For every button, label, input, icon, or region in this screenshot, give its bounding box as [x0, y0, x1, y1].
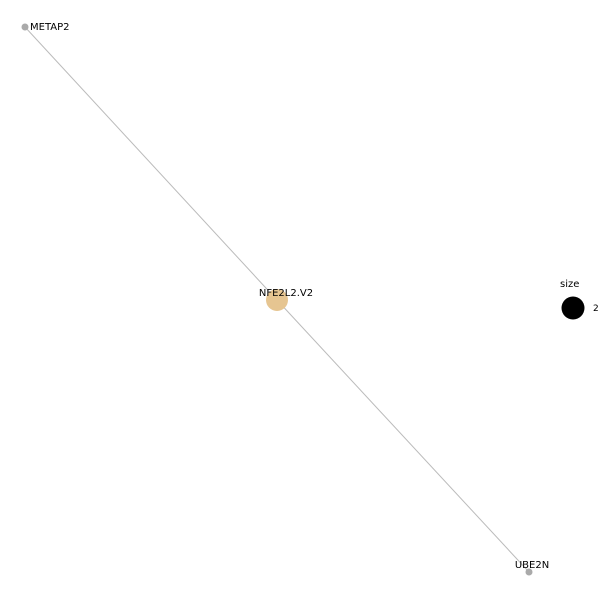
edge-metap2-nfe2l2 — [24, 26, 278, 301]
legend-size-symbol — [561, 296, 585, 320]
edge-nfe2l2-ube2n — [276, 299, 530, 573]
edge-layer — [24, 26, 530, 573]
node-ube2n-marker[interactable] — [525, 568, 533, 576]
node-nfe2l2-v2-label: NFE2L2.V2 — [259, 288, 313, 299]
node-nfe2l2-v2[interactable]: NFE2L2.V2 — [259, 288, 313, 311]
size-legend: size 2 — [560, 279, 599, 320]
legend-size-value: 2 — [593, 304, 599, 314]
node-metap2[interactable]: METAP2 — [21, 22, 70, 33]
node-layer: METAP2 NFE2L2.V2 UBE2N — [21, 22, 549, 576]
node-ube2n-label: UBE2N — [515, 560, 549, 571]
node-ube2n[interactable]: UBE2N — [515, 560, 549, 576]
node-nfe2l2-v2-marker[interactable] — [266, 289, 288, 311]
node-metap2-marker[interactable] — [21, 23, 29, 31]
node-metap2-label: METAP2 — [30, 22, 70, 33]
legend-title: size — [560, 279, 579, 290]
